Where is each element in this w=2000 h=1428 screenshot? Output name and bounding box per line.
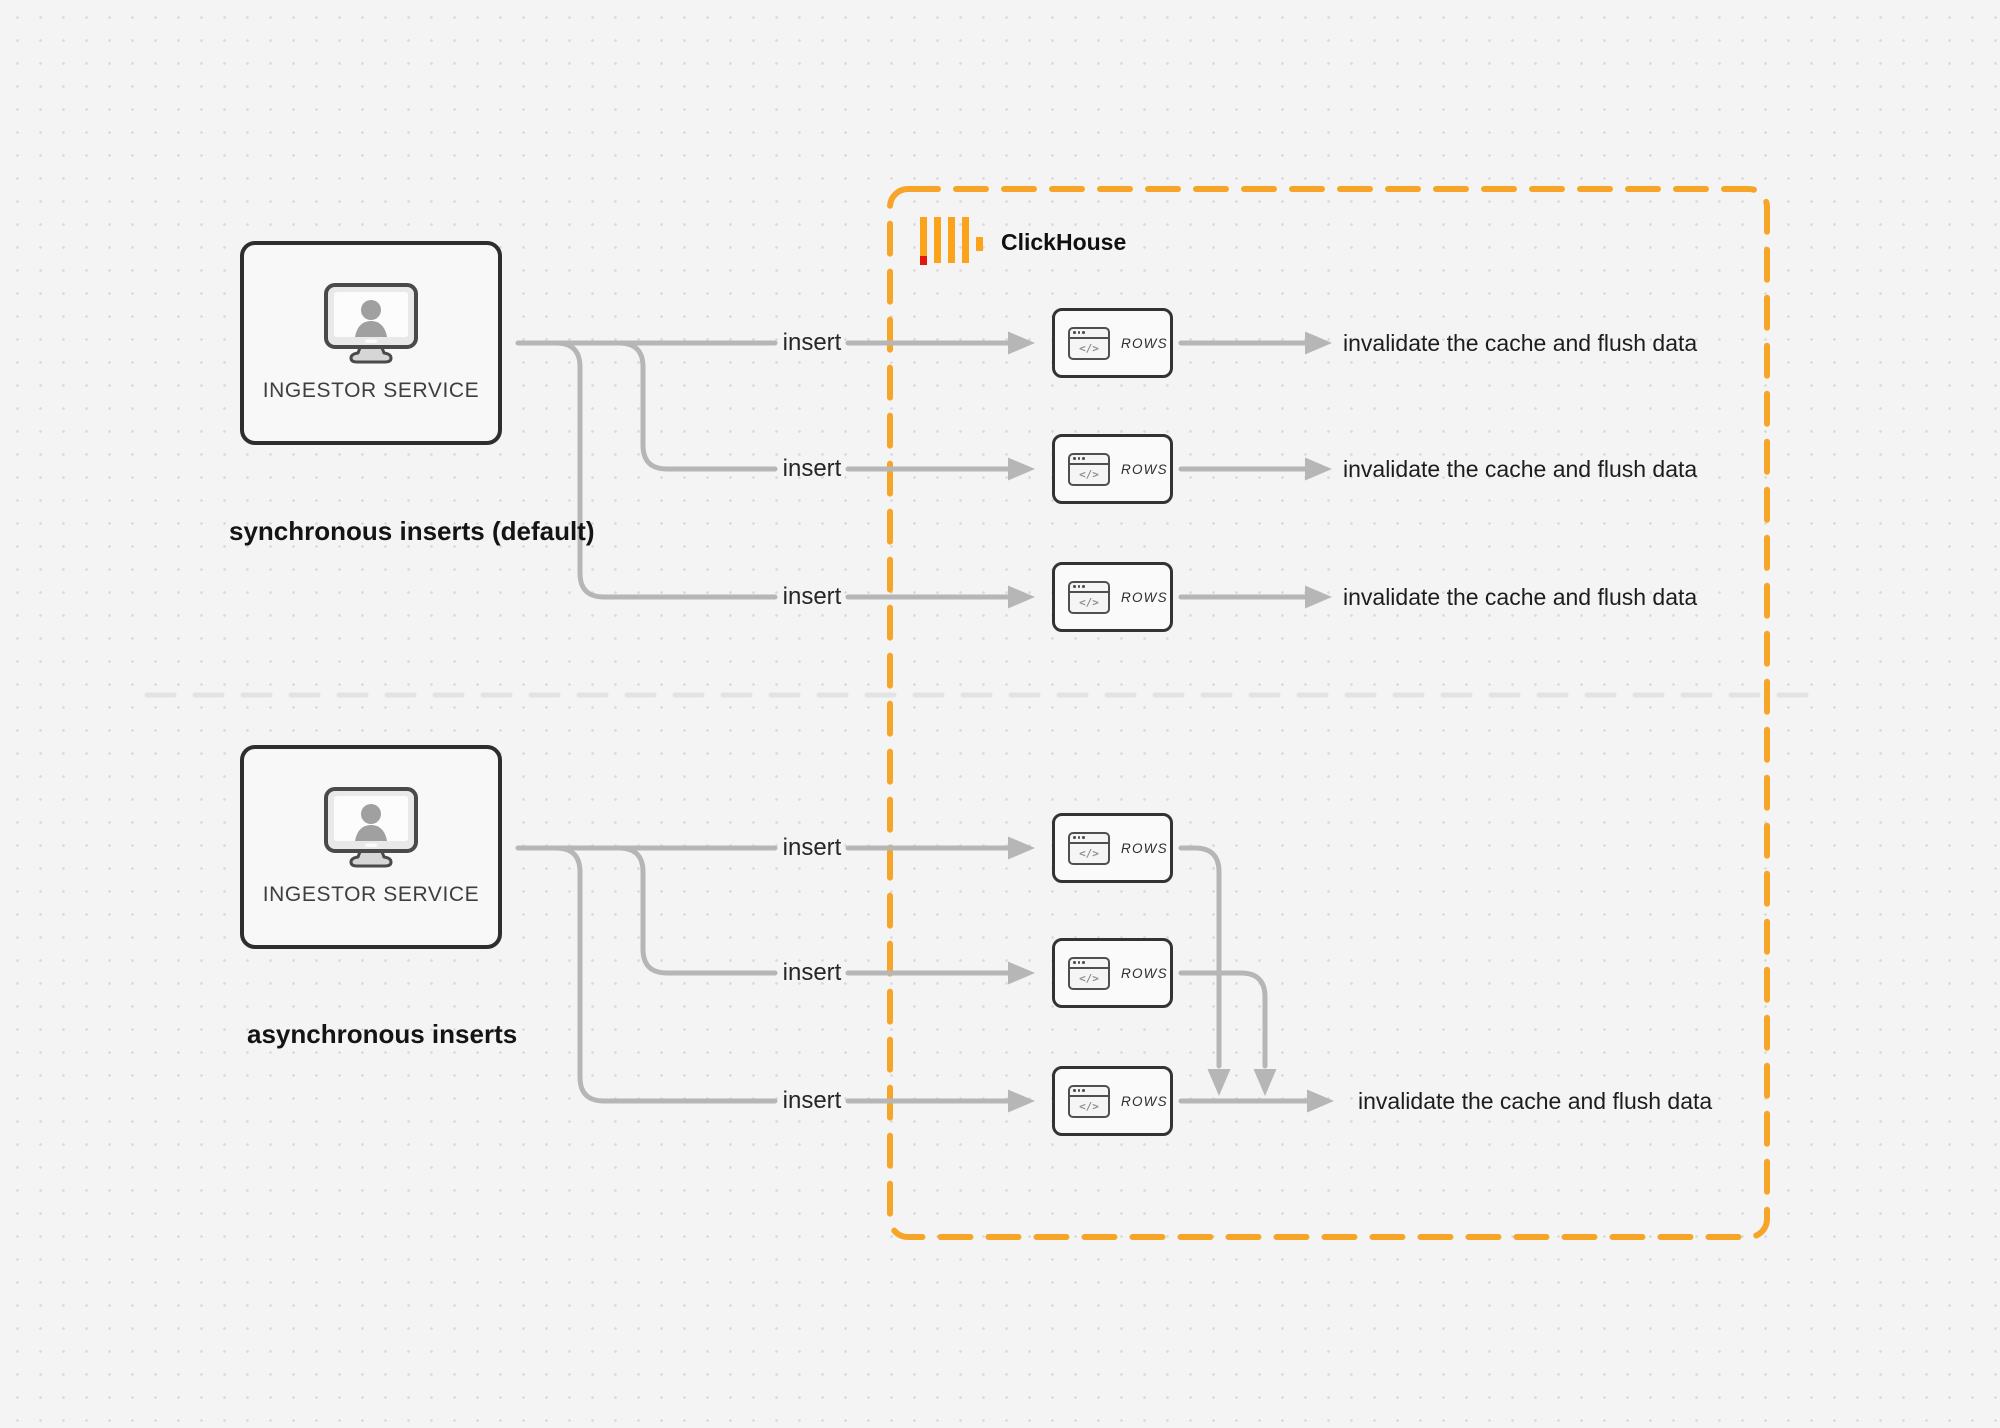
clickhouse-label: ClickHouse bbox=[1001, 229, 1127, 255]
arrowhead bbox=[1307, 1089, 1334, 1113]
ingestor-service-label: INGESTOR SERVICE bbox=[262, 883, 480, 906]
arrowhead bbox=[1305, 457, 1332, 481]
arrowhead bbox=[1305, 585, 1332, 609]
connector-lines bbox=[515, 340, 1310, 1104]
rows-label: ROWS bbox=[1121, 461, 1168, 477]
clickhouse-logo-icon bbox=[920, 217, 983, 265]
insert-label: insert bbox=[782, 329, 842, 356]
browser-code-icon: </> bbox=[1068, 831, 1110, 865]
result-label: invalidate the cache and flush data bbox=[1343, 456, 1698, 482]
rows-card: </> ROWS bbox=[1052, 308, 1175, 380]
browser-code-icon: </> bbox=[1068, 326, 1110, 360]
ingestor-service-label: INGESTOR SERVICE bbox=[262, 379, 480, 402]
connector-path bbox=[1178, 970, 1268, 1069]
arrowhead-down bbox=[1207, 1069, 1231, 1096]
connector-path bbox=[1178, 845, 1222, 1069]
rows-label: ROWS bbox=[1121, 965, 1168, 981]
result-label: invalidate the cache and flush data bbox=[1343, 330, 1698, 356]
result-label: invalidate the cache and flush data bbox=[1358, 1088, 1713, 1114]
ingestor-service-box-async: INGESTOR SERVICE bbox=[240, 745, 502, 949]
insert-label: insert bbox=[782, 583, 842, 610]
arrowhead bbox=[1305, 331, 1332, 355]
arrowheads bbox=[1008, 331, 1334, 1113]
arrowhead bbox=[1008, 1089, 1035, 1113]
insert-label: insert bbox=[782, 455, 842, 482]
browser-code-icon: </> bbox=[1068, 956, 1110, 990]
ingestor-service-box-sync: INGESTOR SERVICE bbox=[240, 241, 502, 445]
rows-card: </> ROWS bbox=[1052, 938, 1175, 1010]
insert-label: insert bbox=[782, 1087, 842, 1114]
browser-code-icon: </> bbox=[1068, 580, 1110, 614]
result-label: invalidate the cache and flush data bbox=[1343, 584, 1698, 610]
rows-label: ROWS bbox=[1121, 335, 1168, 351]
arrowhead bbox=[1008, 331, 1035, 355]
rows-card: </> ROWS bbox=[1052, 562, 1175, 634]
browser-code-icon: </> bbox=[1068, 1084, 1110, 1118]
monitor-user-icon bbox=[324, 283, 418, 364]
arrowhead-down bbox=[1253, 1069, 1277, 1096]
insert-label: insert bbox=[782, 959, 842, 986]
connector-path bbox=[553, 340, 778, 600]
monitor-user-icon bbox=[324, 787, 418, 868]
rows-label: ROWS bbox=[1121, 1093, 1168, 1109]
rows-label: ROWS bbox=[1121, 840, 1168, 856]
rows-card: </> ROWS bbox=[1052, 1066, 1175, 1138]
connector-path bbox=[553, 845, 778, 1104]
browser-code-icon: </> bbox=[1068, 452, 1110, 486]
arrowhead bbox=[1008, 585, 1035, 609]
arrowhead bbox=[1008, 961, 1035, 985]
arrowhead bbox=[1008, 836, 1035, 860]
clickhouse-boundary bbox=[887, 186, 1770, 1240]
connector-path bbox=[616, 845, 778, 976]
sync-section-caption: synchronous inserts (default) bbox=[229, 516, 595, 546]
rows-card: </> ROWS bbox=[1052, 813, 1175, 885]
rows-card: </> ROWS bbox=[1052, 434, 1175, 506]
insert-label: insert bbox=[782, 834, 842, 861]
arrowhead bbox=[1008, 457, 1035, 481]
logo-red-segment bbox=[920, 256, 927, 265]
rows-label: ROWS bbox=[1121, 589, 1168, 605]
async-section-caption: asynchronous inserts bbox=[247, 1019, 518, 1049]
connector-path bbox=[616, 340, 778, 472]
